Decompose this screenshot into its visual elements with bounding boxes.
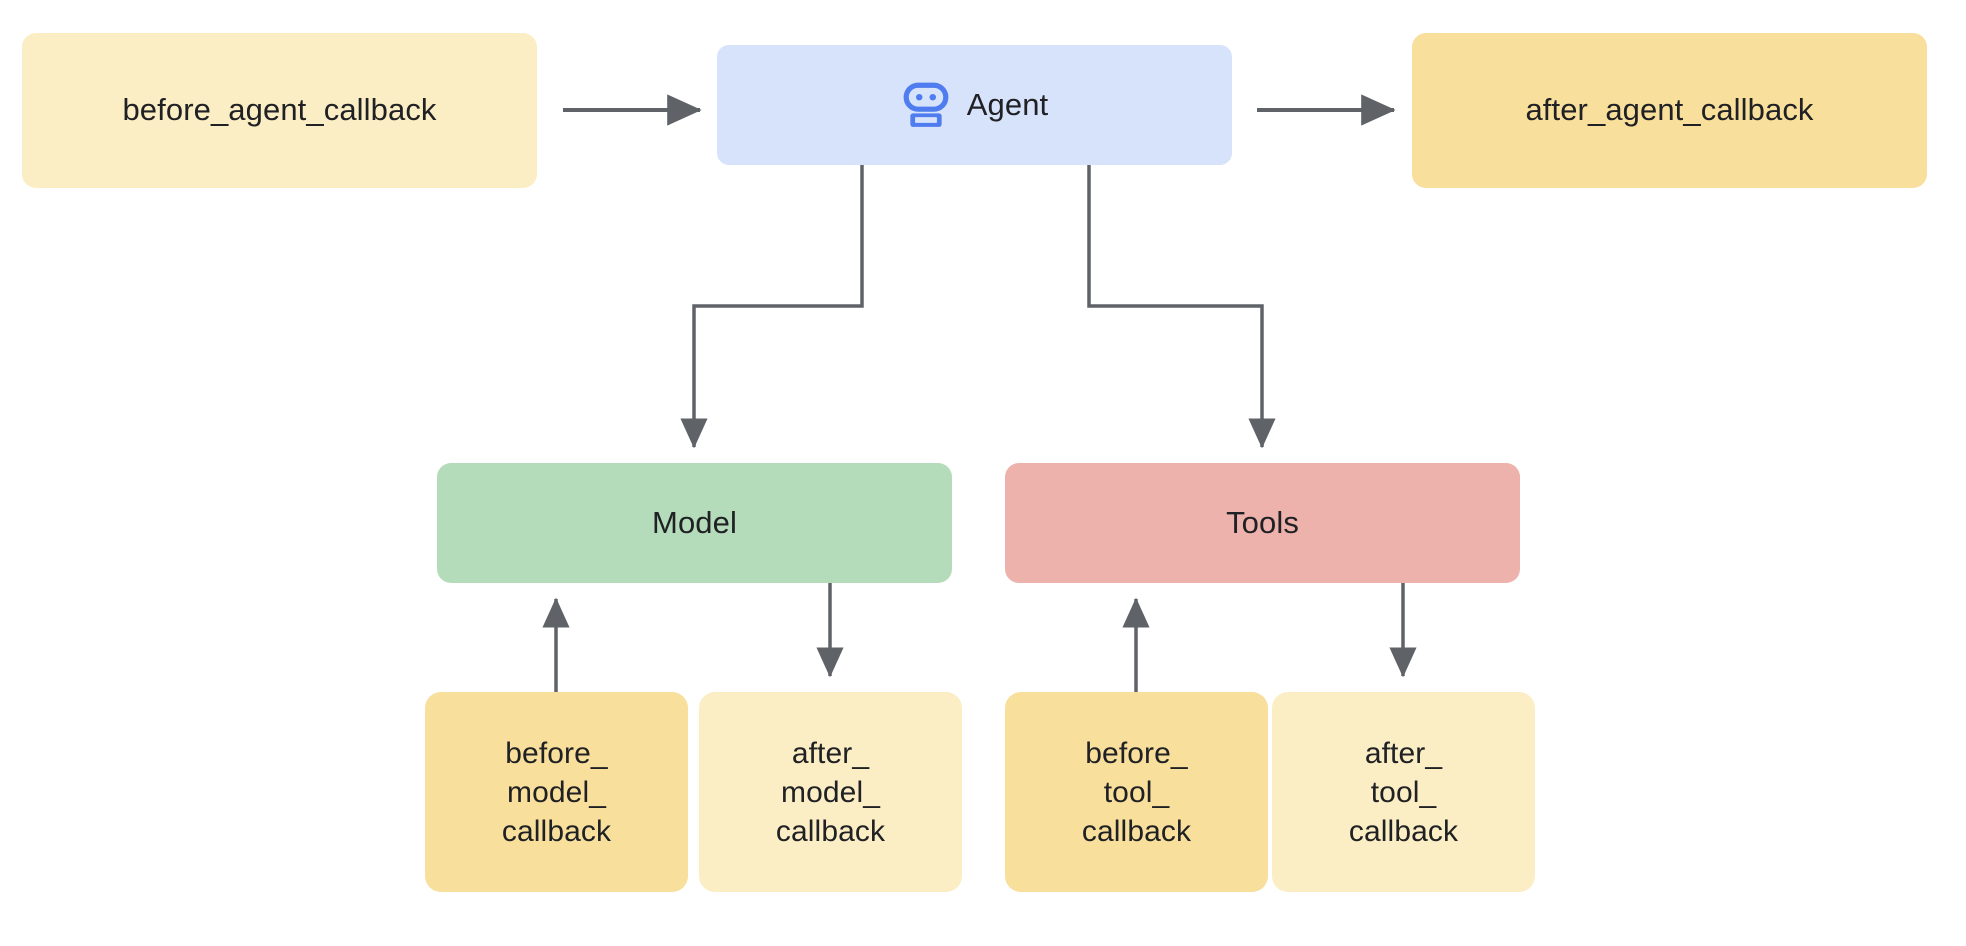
node-after-tool-callback[interactable]: after_ tool_ callback xyxy=(1272,692,1535,892)
node-agent-label: Agent xyxy=(966,86,1049,122)
agent-content: Agent xyxy=(901,80,1049,130)
node-before-model-callback[interactable]: before_ model_ callback xyxy=(425,692,688,892)
edge-agent-to-model xyxy=(680,165,864,449)
node-model[interactable]: Model xyxy=(437,463,952,583)
edge-agent-to-tools xyxy=(1087,165,1276,449)
node-before-agent-callback-label: before_agent_callback xyxy=(122,92,437,128)
node-before-model-callback-label: before_ model_ callback xyxy=(501,736,612,848)
node-before-agent-callback[interactable]: before_agent_callback xyxy=(22,33,537,188)
node-agent[interactable]: Agent xyxy=(717,45,1232,165)
node-before-tool-callback-label: before_ tool_ callback xyxy=(1081,736,1192,848)
node-before-tool-callback[interactable]: before_ tool_ callback xyxy=(1005,692,1268,892)
node-after-model-callback[interactable]: after_ model_ callback xyxy=(699,692,962,892)
node-after-agent-callback-label: after_agent_callback xyxy=(1525,92,1814,128)
node-model-label: Model xyxy=(652,504,737,540)
robot-icon xyxy=(903,82,949,127)
node-tools-label: Tools xyxy=(1226,504,1299,540)
node-tools[interactable]: Tools xyxy=(1005,463,1520,583)
node-after-model-callback-label: after_ model_ callback xyxy=(775,736,886,848)
node-after-tool-callback-label: after_ tool_ callback xyxy=(1348,736,1459,848)
node-after-agent-callback[interactable]: after_agent_callback xyxy=(1412,33,1927,188)
